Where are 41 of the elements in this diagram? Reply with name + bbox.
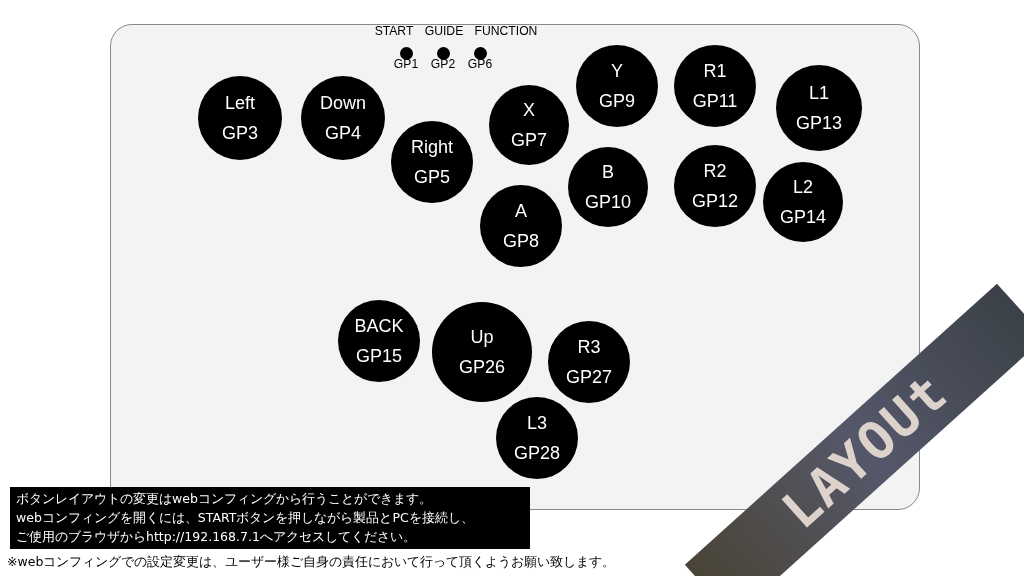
button-label: GUIDE [424, 24, 464, 38]
button-label: Right [411, 138, 453, 156]
button-label: Up [470, 328, 494, 346]
button-label: R1 [703, 62, 727, 80]
pin-label: GP14 [780, 208, 826, 226]
button-label: BACK [354, 317, 404, 335]
pin-label: GP7 [511, 131, 547, 149]
pin-label: GP8 [503, 232, 539, 250]
pin-label: GP11 [692, 92, 738, 110]
pin-label: GP1 [393, 57, 419, 71]
pin-label: GP26 [459, 358, 505, 376]
button-label: A [515, 202, 527, 220]
pin-label: GP28 [514, 444, 560, 462]
notice-text: ボタンレイアウトの変更はwebコンフィングから行うことができます。 [16, 490, 433, 508]
button-label: L2 [793, 178, 813, 196]
button-label: START [374, 24, 414, 38]
button-label: B [602, 163, 614, 181]
pin-label: GP13 [796, 114, 842, 132]
pin-label: GP10 [585, 193, 631, 211]
button-label: Down [320, 94, 366, 112]
button-label: L1 [809, 84, 829, 102]
pin-label: GP5 [414, 168, 450, 186]
button-label: R2 [703, 162, 727, 180]
pin-label: GP3 [222, 124, 258, 142]
button-label: L3 [527, 414, 547, 432]
button-label: Left [225, 94, 255, 112]
notice-text: webコンフィングを開くには、STARTボタンを押しながら製品とPCを接続し、 [16, 509, 475, 527]
button-label: FUNCTION [474, 24, 538, 38]
pin-label: GP15 [356, 347, 402, 365]
pin-label: GP2 [430, 57, 456, 71]
notice-box [10, 487, 530, 549]
pin-label: GP27 [566, 368, 612, 386]
button-label: R3 [577, 338, 601, 356]
pin-label: GP4 [325, 124, 361, 142]
notice-text: ご使用のブラウザからhttp://192.168.7.1へアクセスしてください。 [16, 528, 417, 546]
button-label: X [523, 101, 535, 119]
pin-label: GP12 [692, 192, 738, 210]
footnote: ※webコンフィングでの設定変更は、ユーザー様ご自身の責任において行って頂くようお願い致します。 [7, 554, 616, 571]
pin-label: GP6 [467, 57, 493, 71]
button-label: Y [611, 62, 623, 80]
pin-label: GP9 [599, 92, 635, 110]
